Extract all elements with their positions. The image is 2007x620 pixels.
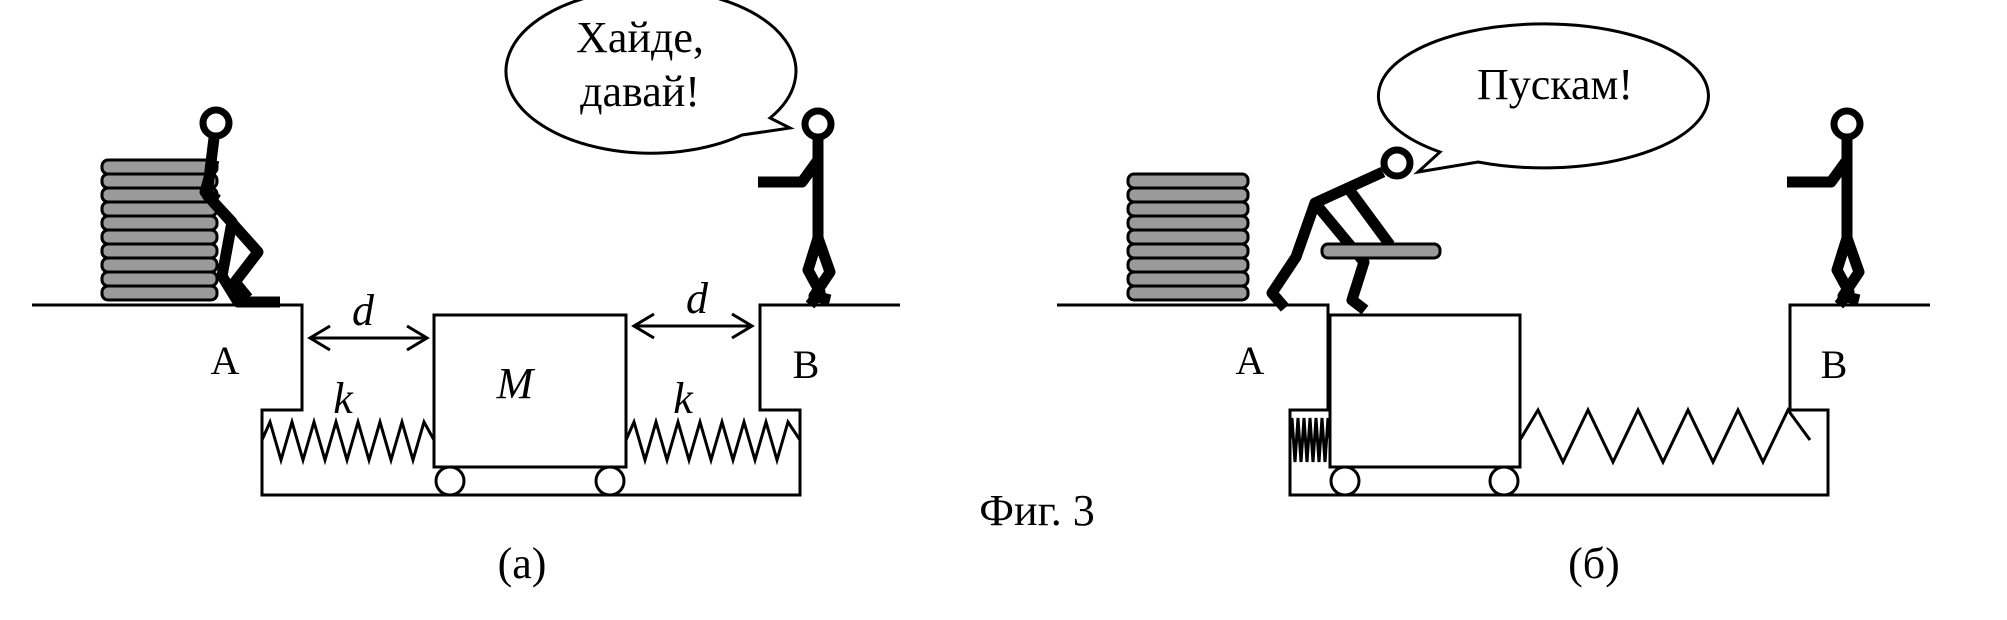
pit-outline-b <box>1057 303 1930 497</box>
gap-arrow-right-a <box>631 312 755 340</box>
gap-arrow-left-a <box>307 324 430 352</box>
speech-bubble-a: Хайде, давай! <box>504 0 798 155</box>
point-b-label-a: B <box>793 342 820 387</box>
bubble-b-text: Пускам! <box>1477 60 1633 109</box>
stick-figure-right-b <box>1787 107 1865 309</box>
spring-label-left-a: k <box>333 374 354 423</box>
wheel-right-a <box>594 465 626 497</box>
spring-left-b <box>1288 417 1332 463</box>
point-a-label-a: A <box>211 338 240 383</box>
spring-label-right-a: k <box>673 374 694 423</box>
spring-left-a <box>260 416 436 466</box>
panel-a: Хайде, давай! M d d k k A B <box>32 0 900 588</box>
stick-figure-right-a <box>758 107 836 309</box>
cart-b <box>1328 313 1522 469</box>
point-b-label-b: B <box>1821 342 1848 387</box>
gap-label-right-a: d <box>686 274 709 323</box>
mass-label: M <box>496 359 536 408</box>
bubble-a-line1: Хайде, <box>576 13 704 62</box>
gap-label-left-a: d <box>352 286 375 335</box>
pit-outline-a <box>32 303 900 497</box>
bubble-a-line2: давай! <box>580 67 700 116</box>
wheel-right-b <box>1488 465 1520 497</box>
panel-label-b: (б) <box>1568 539 1620 588</box>
plate-stack-a <box>100 158 219 302</box>
panel-b: Пускам! A B (б) <box>1057 22 1930 588</box>
plate-stack-b <box>1126 172 1250 302</box>
figure-caption: Фиг. 3 <box>979 486 1094 535</box>
cart-a <box>432 313 628 469</box>
point-a-label-b: A <box>1236 338 1265 383</box>
stick-figure-left-a <box>199 106 280 308</box>
wheel-left-b <box>1329 465 1361 497</box>
panel-label-a: (а) <box>498 539 547 588</box>
speech-bubble-b: Пускам! <box>1376 22 1710 175</box>
spring-right-a <box>624 416 802 466</box>
stick-figure-left-b <box>1266 146 1442 315</box>
spring-right-b <box>1518 406 1812 466</box>
wheel-left-a <box>434 465 466 497</box>
